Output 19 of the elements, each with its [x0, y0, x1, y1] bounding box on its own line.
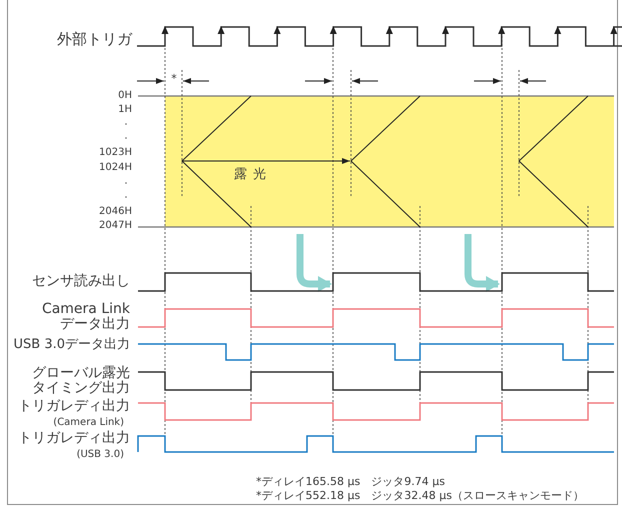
signal-label: 外部トリガ	[56, 31, 132, 48]
signal-label: Camera Link データ出力	[40, 302, 130, 333]
footnote: *ディレイ552.18 μs ジッタ32.48 μs（スロースキャンモード）	[256, 490, 585, 502]
signal-label: トリガレディ出力	[17, 399, 130, 414]
footnote: *ディレイ165.58 μs ジッタ9.74 μs	[256, 476, 446, 488]
row-label: 1024H	[98, 162, 132, 173]
row-label: 0H	[117, 90, 132, 101]
delay-mark: *	[170, 73, 178, 86]
exposure-label: 露光	[234, 168, 273, 182]
signal-sublabel: (Camera Link)	[52, 417, 124, 428]
row-label: 1023H	[98, 147, 132, 158]
row-label: 1H	[117, 104, 132, 115]
row-label: 2047H	[98, 220, 132, 231]
signal-label: トリガレディ出力	[17, 431, 130, 446]
signal-label: USB 3.0データ出力	[12, 338, 130, 352]
signal-label: グローバル露光タイミング出力	[31, 366, 130, 397]
signal-sublabel: (USB 3.0)	[76, 449, 124, 460]
row-label: 2046H	[98, 206, 132, 217]
signal-label: センサ読み出し	[31, 274, 130, 290]
